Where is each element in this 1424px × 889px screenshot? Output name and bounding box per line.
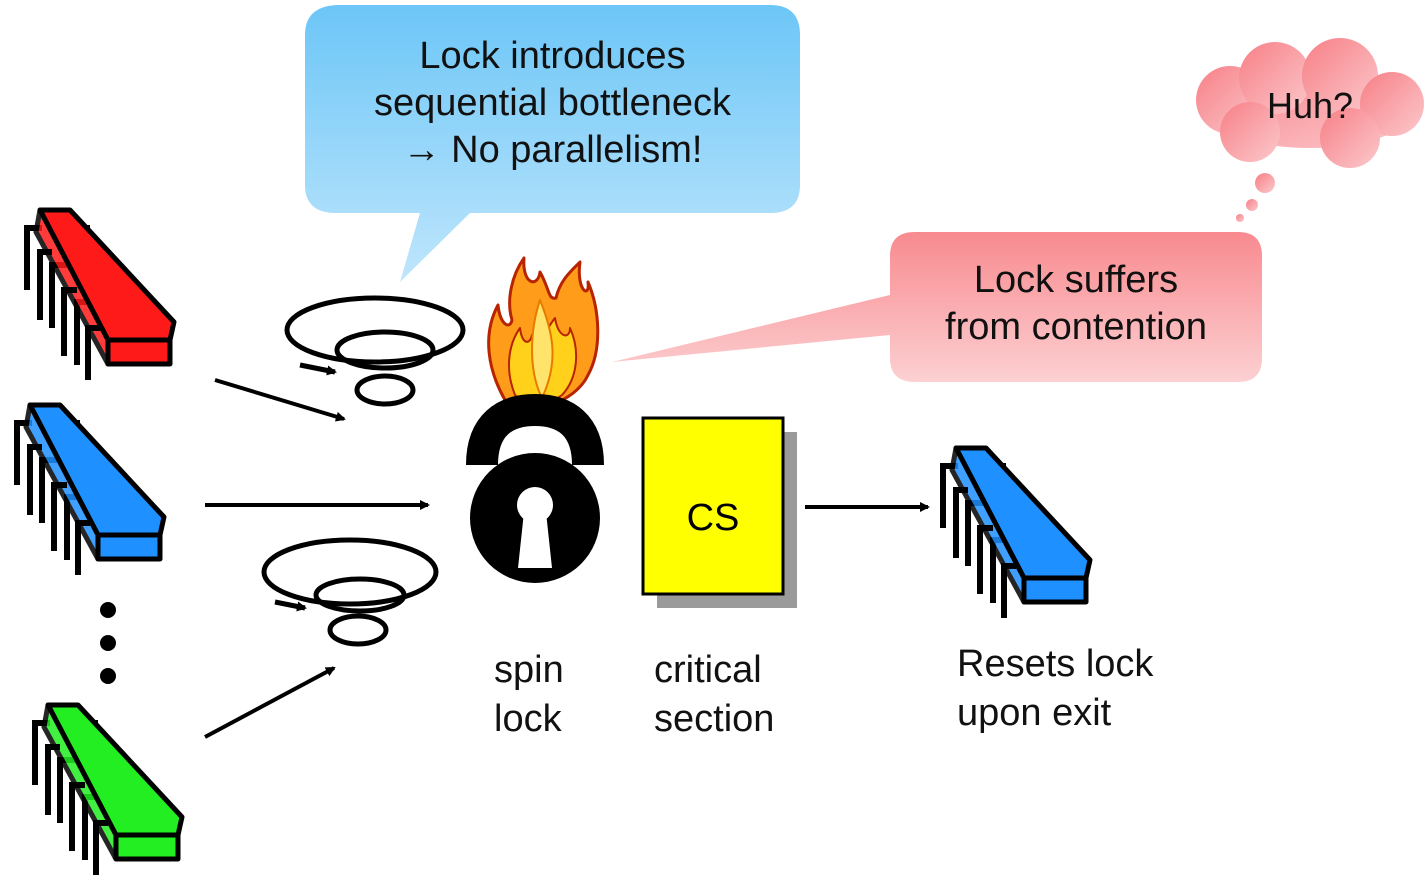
bottleneck-line-2: sequential bottleneck — [373, 82, 732, 125]
critical-section-label-line-1: critical — [654, 649, 762, 691]
processor-red-icon — [27, 210, 174, 380]
contention-line-1: Lock suffers — [973, 259, 1179, 301]
processor-green-icon — [35, 705, 182, 875]
reset-label: Resets lock upon exit — [957, 640, 1153, 737]
reset-label-line-2: upon exit — [957, 691, 1112, 734]
critical-section-label-line-2: section — [654, 697, 775, 740]
spin-swirl-top-icon — [284, 295, 466, 407]
thought-text: Huh? — [1266, 85, 1354, 126]
processor-blue-icon — [17, 405, 164, 575]
thought-cloud — [1196, 38, 1424, 222]
bottleneck-callout-text: Lock introduces sequential bottleneck → … — [305, 33, 800, 174]
flame-icon — [487, 256, 600, 411]
arrows — [204, 378, 930, 739]
cs-box-label: CS — [687, 497, 740, 539]
bottleneck-line-3: → No parallelism! — [402, 129, 703, 172]
bottleneck-callout — [305, 5, 800, 282]
spin-lock-label: spin lock — [494, 646, 564, 743]
critical-section-label: critical section — [654, 646, 774, 743]
ellipsis-dots — [100, 602, 116, 684]
contention-callout-text: Lock suffers from contention — [890, 257, 1262, 351]
bottleneck-line-1: Lock introduces — [419, 35, 686, 77]
reset-label-line-1: Resets lock — [957, 643, 1154, 685]
spin-lock-label-line-2: lock — [494, 697, 562, 740]
critical-section-box: CS — [641, 416, 797, 608]
spin-lock-icon — [466, 393, 604, 583]
contention-callout — [612, 232, 1262, 382]
spin-swirl-bottom-icon — [261, 537, 439, 647]
spin-lock-label-line-1: spin — [494, 649, 564, 691]
contention-line-2: from contention — [945, 306, 1207, 349]
processor-blue-exit-icon — [943, 448, 1090, 618]
